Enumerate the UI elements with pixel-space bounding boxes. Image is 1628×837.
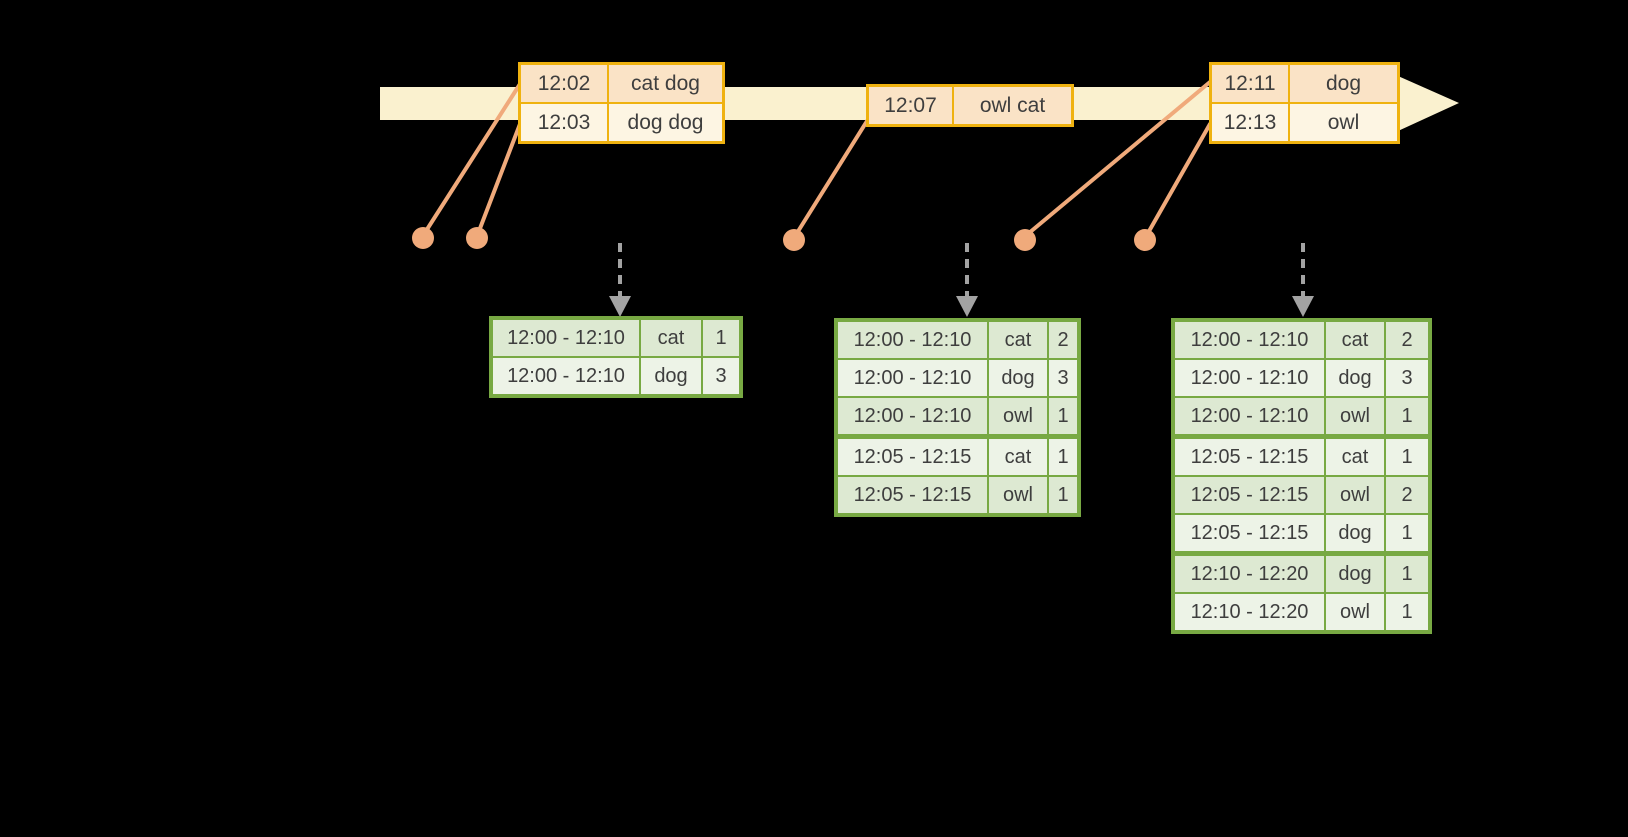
event-words-cell: dog: [1290, 65, 1397, 102]
event-time-cell: 12:03: [521, 104, 607, 141]
count-cell: 1: [1386, 398, 1428, 434]
event-time-cell: 12:02: [521, 65, 607, 102]
window-cell: 12:00 - 12:10: [838, 322, 987, 358]
window-cell: 12:00 - 12:10: [1175, 398, 1324, 434]
count-cell: 1: [703, 320, 739, 356]
event-time-cell: 12:13: [1212, 104, 1288, 141]
word-cell: dog: [641, 358, 701, 394]
window-cell: 12:00 - 12:10: [838, 398, 987, 434]
window-cell: 12:00 - 12:10: [838, 360, 987, 396]
count-cell: 1: [1049, 477, 1077, 513]
timeline-arrowhead-icon: [1398, 76, 1459, 131]
word-cell: owl: [1326, 398, 1384, 434]
count-cell: 1: [1386, 515, 1428, 551]
window-cell: 12:00 - 12:10: [493, 358, 639, 394]
connector-line: [477, 122, 522, 233]
count-cell: 3: [1049, 360, 1077, 396]
event-dot: [1014, 229, 1036, 251]
count-cell: 1: [1386, 439, 1428, 475]
word-cell: cat: [641, 320, 701, 356]
word-cell: owl: [1326, 594, 1384, 630]
event-time-cell: 12:11: [1212, 65, 1288, 102]
window-cell: 12:10 - 12:20: [1175, 556, 1324, 592]
window-cell: 12:00 - 12:10: [1175, 322, 1324, 358]
word-cell: owl: [989, 477, 1047, 513]
word-cell: cat: [1326, 322, 1384, 358]
window-cell: 12:05 - 12:15: [1175, 477, 1324, 513]
connector-line: [1146, 122, 1212, 235]
window-cell: 12:00 - 12:10: [1175, 360, 1324, 396]
event-words-cell: owl: [1290, 104, 1397, 141]
window-cell: 12:05 - 12:15: [838, 439, 987, 475]
word-cell: owl: [1326, 477, 1384, 513]
count-cell: 3: [703, 358, 739, 394]
event-words-cell: cat dog: [609, 65, 722, 102]
event-words-cell: dog dog: [609, 104, 722, 141]
arrow-down-icon: [609, 296, 631, 317]
count-cell: 1: [1386, 556, 1428, 592]
arrow-down-icon: [956, 296, 978, 317]
word-cell: dog: [989, 360, 1047, 396]
count-cell: 2: [1386, 322, 1428, 358]
event-dot: [783, 229, 805, 251]
word-cell: dog: [1326, 556, 1384, 592]
word-cell: owl: [989, 398, 1047, 434]
count-cell: 3: [1386, 360, 1428, 396]
count-cell: 1: [1386, 594, 1428, 630]
event-dot: [466, 227, 488, 249]
window-cell: 12:05 - 12:15: [1175, 515, 1324, 551]
word-cell: cat: [989, 439, 1047, 475]
window-cell: 12:05 - 12:15: [838, 477, 987, 513]
count-cell: 2: [1049, 322, 1077, 358]
count-cell: 1: [1049, 398, 1077, 434]
window-cell: 12:05 - 12:15: [1175, 439, 1324, 475]
count-cell: 1: [1049, 439, 1077, 475]
event-dot: [1134, 229, 1156, 251]
count-cell: 2: [1386, 477, 1428, 513]
event-time-cell: 12:07: [869, 87, 952, 124]
word-cell: dog: [1326, 515, 1384, 551]
connector-line: [795, 119, 869, 235]
event-dot: [412, 227, 434, 249]
window-cell: 12:10 - 12:20: [1175, 594, 1324, 630]
word-cell: cat: [989, 322, 1047, 358]
word-cell: dog: [1326, 360, 1384, 396]
event-words-cell: owl cat: [954, 87, 1071, 124]
arrow-down-icon: [1292, 296, 1314, 317]
window-cell: 12:00 - 12:10: [493, 320, 639, 356]
word-cell: cat: [1326, 439, 1384, 475]
